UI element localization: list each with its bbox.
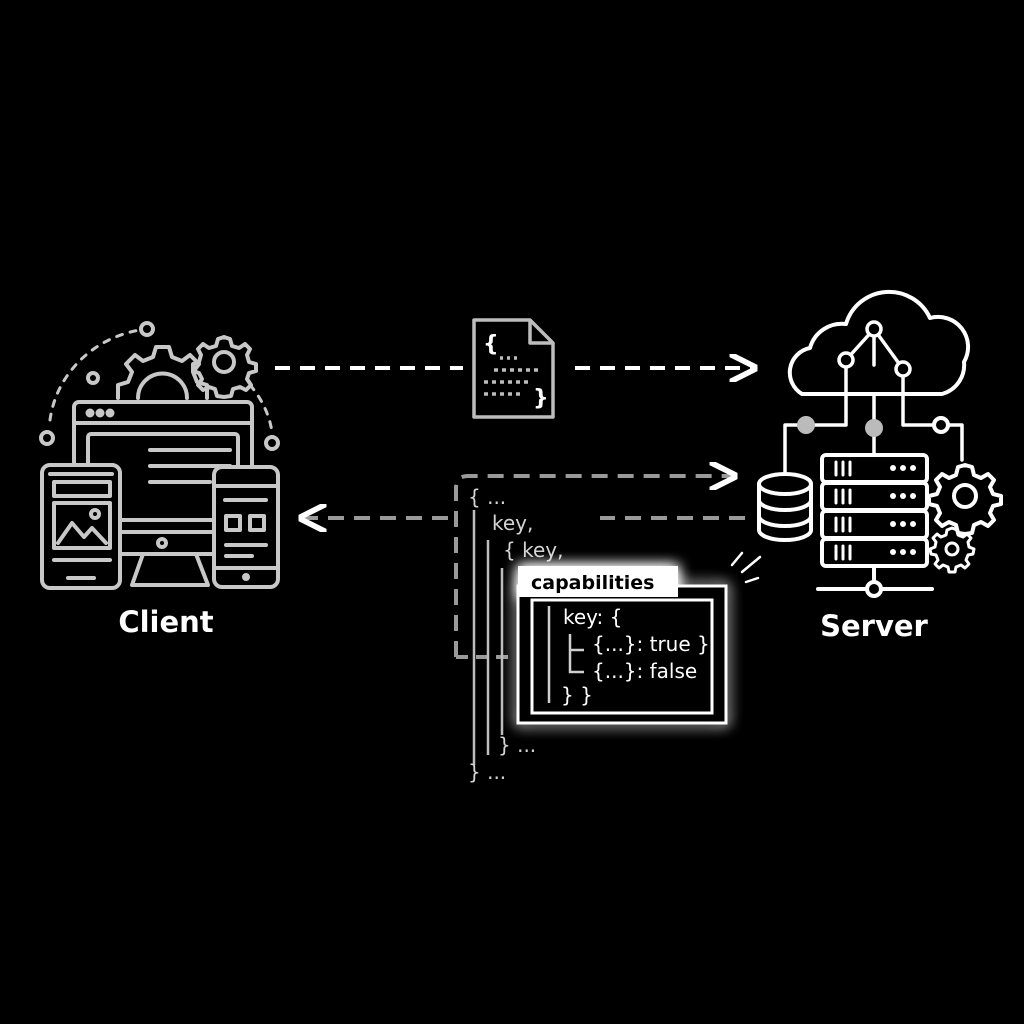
tablet-icon <box>40 463 122 590</box>
network-tree-icon <box>837 320 912 394</box>
document-brace-open: { <box>483 332 499 357</box>
json-line: } ... <box>468 760 506 784</box>
capabilities-line: {...}: true } <box>592 632 710 656</box>
document-brace-close: } <box>533 386 549 411</box>
json-line: key, <box>492 511 533 535</box>
server-rack-icon <box>816 453 934 598</box>
gear-icon <box>928 526 976 574</box>
orbit-dot-icon <box>86 371 100 385</box>
capabilities-line: key: { <box>563 605 622 629</box>
document-icon <box>472 318 555 419</box>
client-orbit-arc-right <box>248 383 274 434</box>
json-line: } ... <box>498 733 536 757</box>
client-icon-group <box>39 321 280 590</box>
client-label: Client <box>118 605 213 639</box>
orbit-dot-icon <box>39 430 55 446</box>
json-tree-lines <box>472 510 504 765</box>
json-line: { key, <box>503 538 563 562</box>
orbit-dot-icon <box>139 321 155 337</box>
capabilities-line: {...}: false <box>592 659 697 683</box>
server-label: Server <box>820 609 928 643</box>
orbit-dot-icon <box>264 435 280 451</box>
gear-icon <box>116 345 209 400</box>
gear-icon <box>191 335 258 399</box>
database-icon <box>757 472 813 542</box>
phone-icon <box>212 465 280 589</box>
monitor-icon <box>72 400 254 587</box>
capabilities-box: capabilities key: { {...}: true } {...}:… <box>516 566 728 725</box>
json-line: { ... <box>468 485 506 509</box>
sparkle-icon <box>730 551 762 584</box>
server-request-arrow <box>454 476 732 657</box>
capabilities-line: } } <box>561 683 593 707</box>
capabilities-tab-label: capabilities <box>531 572 654 594</box>
capabilities-tab <box>518 566 678 597</box>
gear-icon <box>927 463 1003 536</box>
client-orbit-arc <box>48 328 142 422</box>
cloud-icon <box>787 289 971 396</box>
server-icon-group <box>757 289 1003 598</box>
